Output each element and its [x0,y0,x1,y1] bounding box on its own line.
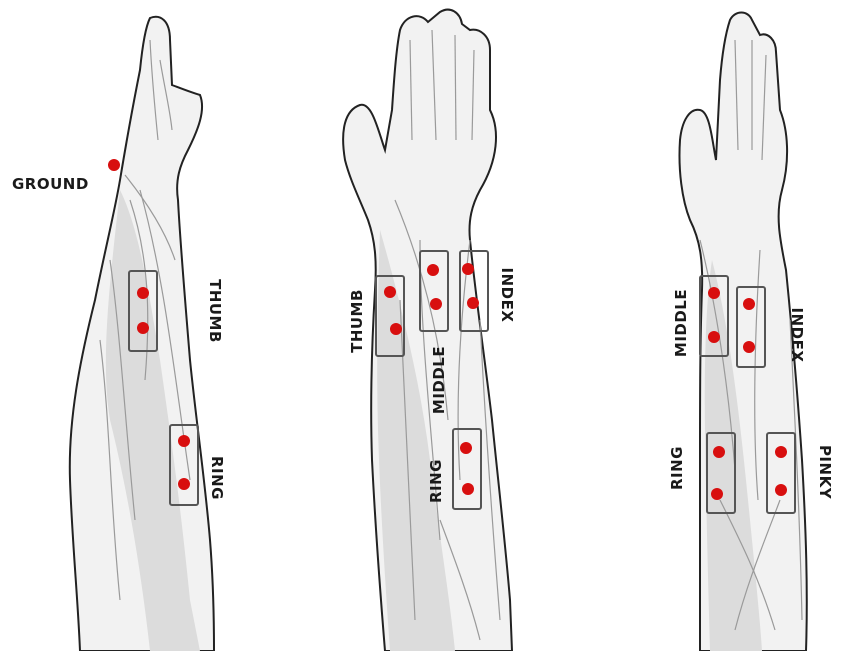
label-arm1-thumb: THUMB [206,279,224,343]
label-arm2-thumb: THUMB [348,289,366,353]
label-arm1-ring: RING [208,456,226,500]
label-ground: GROUND [12,175,89,193]
label-arm3-middle: MIDDLE [672,289,690,357]
label-arm3-ring: RING [668,446,686,490]
label-arm2-index: INDEX [498,268,516,323]
label-arm3-index: INDEX [788,308,806,363]
arm-right-illustration [679,13,806,651]
ground-electrode [108,159,120,171]
label-arm2-middle: MIDDLE [430,346,448,414]
arm-left-illustration [70,17,214,651]
label-arm3-pinky: PINKY [816,445,834,500]
label-arm2-ring: RING [427,459,445,503]
